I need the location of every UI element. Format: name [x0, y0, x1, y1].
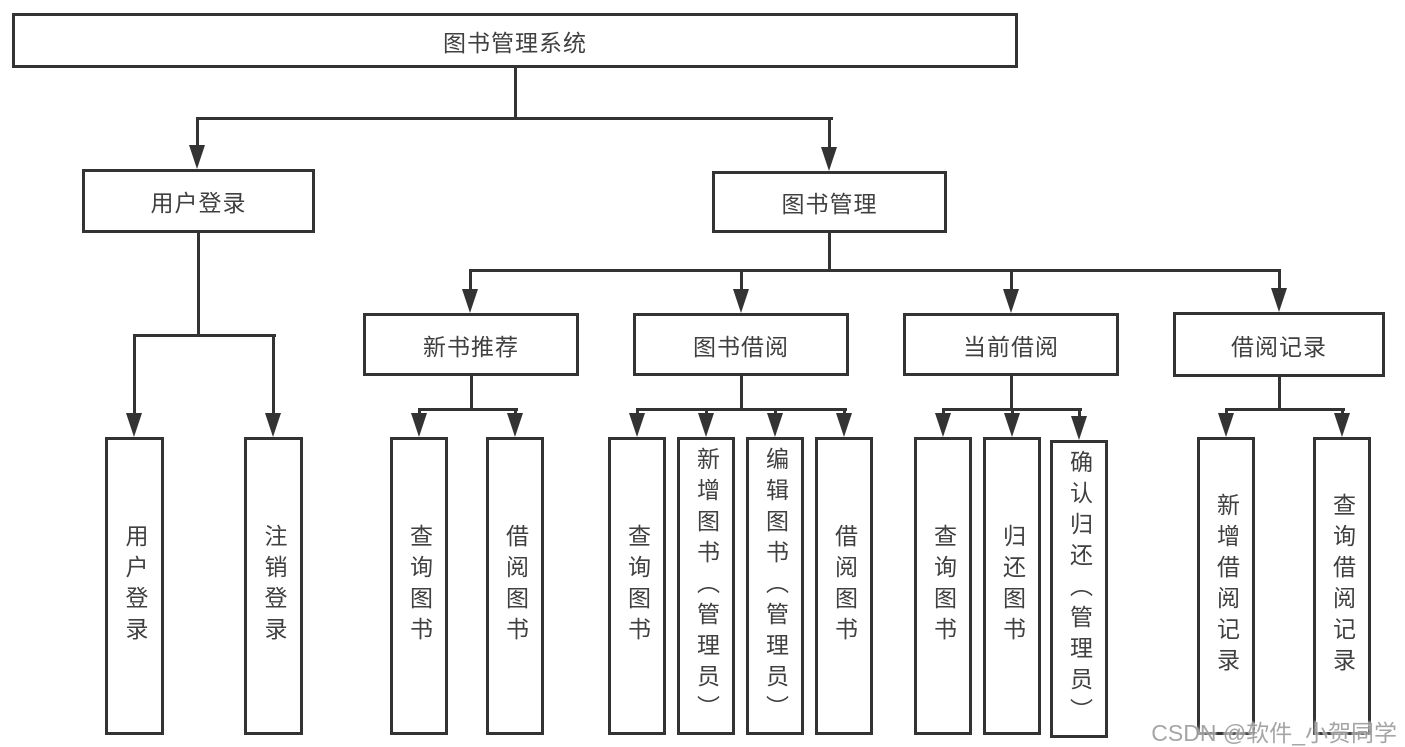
arrow-down-icon — [1003, 289, 1019, 313]
node-label: 新增图书（管理员） — [693, 446, 720, 726]
node-label: 用户登录 — [150, 190, 247, 216]
connector-vline — [1277, 270, 1281, 294]
connector-vline — [1009, 270, 1013, 295]
node-leaf-return-books: 归还图书 — [983, 437, 1041, 735]
node-label: 当前借阅 — [963, 333, 1059, 360]
arrow-down-icon — [733, 289, 749, 313]
connector-vline — [513, 66, 517, 119]
arrow-down-icon — [629, 413, 645, 437]
node-leaf-user-login: 用户登录 — [105, 437, 164, 735]
connector-vline — [739, 270, 743, 295]
watermark: CSDN @软件_小贺同学 — [1151, 720, 1397, 746]
connector-hline — [133, 333, 276, 337]
connector-vline — [827, 118, 831, 153]
node-leaf-borrow-books-1: 借阅图书 — [486, 437, 544, 735]
node-current-borrow: 当前借阅 — [903, 313, 1119, 376]
arrow-down-icon — [821, 147, 837, 171]
node-label: 归还图书 — [999, 524, 1026, 648]
node-leaf-edit-books-admin: 编辑图书（管理员） — [746, 437, 804, 735]
arrow-down-icon — [767, 413, 783, 437]
node-leaf-query-books-1: 查询图书 — [390, 437, 448, 735]
arrow-down-icon — [462, 289, 478, 313]
node-library-system: 图书管理系统 — [12, 13, 1018, 68]
connector-hline — [469, 268, 1281, 272]
node-leaf-query-borrow-record: 查询借阅记录 — [1313, 437, 1371, 735]
connector-vline — [1077, 409, 1081, 422]
node-leaf-query-books-2: 查询图书 — [608, 437, 666, 735]
node-label: 新增借阅记录 — [1213, 493, 1240, 679]
connector-vline — [469, 374, 473, 411]
node-label: 查询借阅记录 — [1329, 493, 1356, 679]
node-label: 图书管理系统 — [443, 29, 587, 56]
node-label: 注销登录 — [261, 524, 287, 648]
node-leaf-logout: 注销登录 — [244, 437, 303, 735]
arrow-down-icon — [1218, 413, 1234, 437]
arrow-down-icon — [836, 413, 852, 437]
arrow-down-icon — [1071, 416, 1087, 440]
connector-vline — [739, 374, 743, 411]
node-leaf-query-books-3: 查询图书 — [914, 437, 972, 735]
node-leaf-borrow-books-2: 借阅图书 — [815, 437, 873, 735]
arrow-down-icon — [1334, 413, 1350, 437]
connector-hline — [1225, 407, 1345, 411]
node-book-management: 图书管理 — [712, 171, 947, 233]
node-label: 编辑图书（管理员） — [762, 446, 789, 726]
node-label: 查询图书 — [406, 524, 433, 648]
node-leaf-add-borrow-record: 新增借阅记录 — [1197, 437, 1255, 735]
connector-vline — [196, 231, 200, 337]
node-leaf-add-books-admin: 新增图书（管理员） — [677, 437, 735, 735]
connector-vline — [1009, 374, 1013, 411]
arrow-down-icon — [1004, 413, 1020, 437]
node-label: 借阅图书 — [502, 524, 529, 648]
arrow-down-icon — [189, 145, 205, 169]
node-label: 借阅图书 — [831, 524, 858, 648]
node-book-borrow: 图书借阅 — [633, 313, 849, 376]
connector-vline — [468, 270, 472, 295]
connector-vline — [1277, 375, 1281, 411]
node-label: 用户登录 — [122, 524, 148, 648]
arrow-down-icon — [126, 413, 142, 437]
arrow-down-icon — [411, 413, 427, 437]
node-user-login: 用户登录 — [82, 169, 315, 233]
node-borrow-records: 借阅记录 — [1173, 312, 1385, 377]
arrow-down-icon — [507, 413, 523, 437]
arrow-down-icon — [935, 413, 951, 437]
arrow-down-icon — [698, 413, 714, 437]
connector-vline — [132, 335, 136, 419]
arrow-down-icon — [265, 413, 281, 437]
connector-hline — [418, 407, 518, 411]
node-label: 图书借阅 — [693, 333, 789, 360]
node-label: 图书管理 — [781, 191, 878, 217]
connector-vline — [271, 335, 275, 419]
node-leaf-confirm-return-admin: 确认归还（管理员） — [1050, 440, 1108, 738]
node-label: 新书推荐 — [423, 333, 519, 360]
node-label: 借阅记录 — [1231, 333, 1327, 360]
connector-vline — [827, 231, 831, 272]
arrow-down-icon — [1271, 288, 1287, 312]
connector-vline — [195, 118, 199, 151]
node-label: 确认归还（管理员） — [1066, 449, 1093, 729]
node-label: 查询图书 — [930, 524, 957, 648]
node-label: 查询图书 — [624, 524, 651, 648]
node-new-book-recommend: 新书推荐 — [363, 313, 579, 376]
